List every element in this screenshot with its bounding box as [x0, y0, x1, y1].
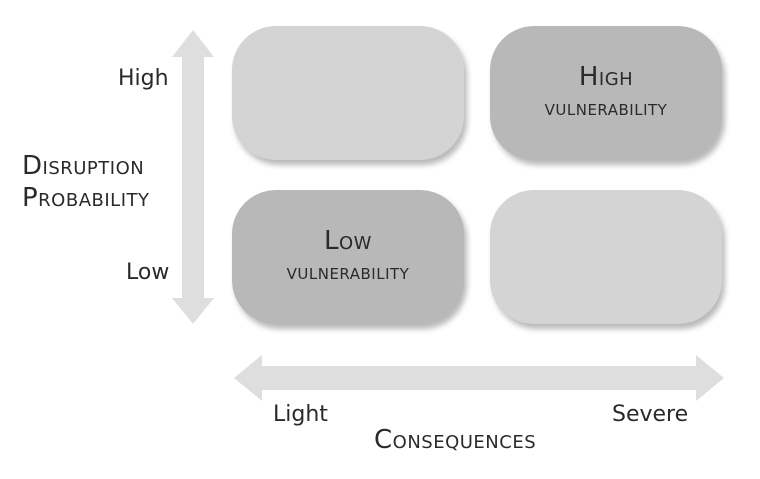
quadrant-high-vulnerability-line1: High — [578, 62, 634, 92]
quadrant-low-vulnerability: Low vulnerability — [232, 190, 464, 324]
y-axis-title: Disruption Probability — [22, 150, 182, 214]
y-axis-low-label: Low — [126, 260, 170, 285]
y-axis-high-label: High — [118, 66, 169, 91]
quadrant-low-vulnerability-line2: vulnerability — [286, 260, 410, 285]
x-axis-severe-label: Severe — [612, 402, 689, 427]
quadrant-top-left — [232, 26, 464, 160]
quadrant-bottom-right — [490, 190, 722, 324]
y-axis-title-line1: Disruption — [22, 151, 145, 181]
quadrant-high-vulnerability: High vulnerability — [490, 26, 722, 160]
quadrant-high-vulnerability-line2: vulnerability — [544, 96, 668, 121]
quadrant-low-vulnerability-line1: Low — [324, 226, 372, 256]
vertical-axis-arrow — [172, 30, 214, 324]
x-axis-light-label: Light — [273, 402, 328, 427]
horizontal-axis-arrow — [234, 355, 724, 401]
y-axis-title-line2: Probability — [22, 183, 150, 213]
x-axis-title: Consequences — [374, 425, 537, 455]
